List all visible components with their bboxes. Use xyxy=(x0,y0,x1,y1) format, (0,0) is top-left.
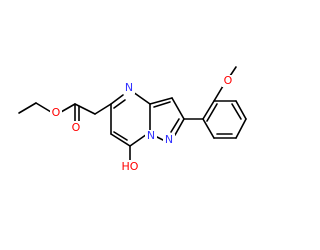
bond-c3-c2 xyxy=(171,97,185,120)
bond-c7-c6 xyxy=(110,133,131,147)
bond-methoxy-o-ch3 xyxy=(229,66,237,77)
bond-phenyl-1 xyxy=(202,100,215,120)
ring-nitrogen-1-label: N xyxy=(125,81,133,94)
bond-c2-n1 xyxy=(174,118,185,136)
chemical-structure: O O N N N HO O xyxy=(18,66,247,173)
bond-carbonyl-ch2 xyxy=(74,103,96,115)
bond-c2-n1-inner xyxy=(170,118,180,133)
bond-n4-c3a xyxy=(132,91,151,105)
bond-ch2-ring xyxy=(94,103,112,115)
carbonyl-oxygen-label: O xyxy=(72,121,81,134)
bond-ethyl-ch2-o xyxy=(35,102,52,113)
methoxy-oxygen-label: O xyxy=(224,74,233,87)
ring-nitrogen-2-label: N xyxy=(147,129,155,142)
bond-ethyl-ch3 xyxy=(18,102,37,114)
hydroxyl-label: HO xyxy=(122,160,139,173)
bond-c5-n4-inner xyxy=(113,99,126,109)
bond-phenyl-4 xyxy=(235,118,247,139)
bond-ester-o-carbonyl xyxy=(60,103,76,113)
bond-phenyl-methoxy-o xyxy=(213,85,224,102)
bond-c5-n4 xyxy=(110,94,124,105)
bond-phenyl-6 xyxy=(202,118,215,139)
bond-c3a-c3-inner xyxy=(153,101,171,108)
bond-phenyl-3-inner xyxy=(231,103,242,120)
bond-phenyl-3 xyxy=(235,100,247,120)
bond-c7-c6-inner xyxy=(113,131,128,141)
bond-phenyl-1-inner xyxy=(206,103,218,122)
ring-nitrogen-3-label: N xyxy=(165,133,173,146)
ester-oxygen-label: O xyxy=(52,106,61,119)
bond-c3a-c3 xyxy=(149,97,173,105)
